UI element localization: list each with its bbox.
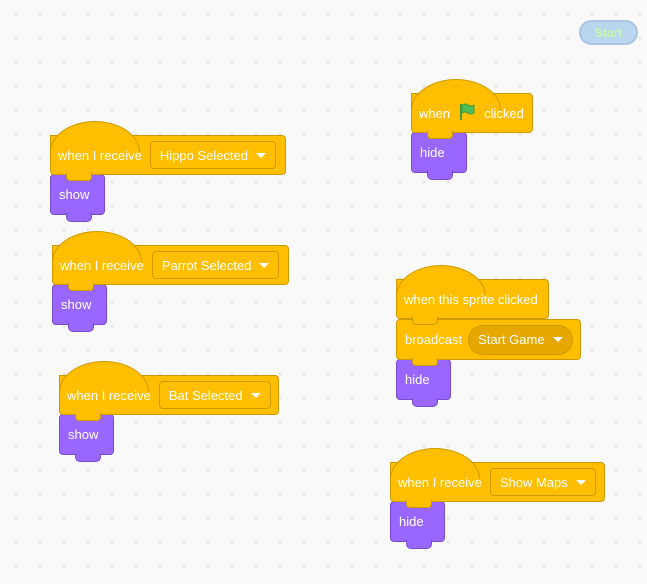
green-flag-icon: [458, 103, 476, 124]
block-label: show: [59, 187, 90, 202]
when-sprite-clicked-hat-block[interactable]: when this sprite clicked: [396, 265, 549, 325]
block-label: when: [419, 105, 451, 121]
block-label: hide: [420, 145, 445, 160]
block-label: when I receive: [398, 474, 482, 490]
caret-down-icon: [259, 262, 270, 268]
broadcast-block[interactable]: broadcast Start Game: [396, 319, 581, 366]
block-label: hide: [405, 372, 430, 387]
block-label: broadcast: [405, 332, 463, 347]
message-dropdown[interactable]: Parrot Selected: [151, 251, 280, 279]
when-i-receive-hat-block[interactable]: when I receive Parrot Selected: [52, 231, 289, 291]
caret-down-icon: [256, 152, 266, 158]
block-label: when this sprite clicked: [404, 291, 538, 307]
block-label: when I receive: [67, 387, 151, 403]
block-label: show: [61, 297, 92, 312]
when-flag-clicked-hat-block[interactable]: when clicked: [411, 79, 533, 139]
block-label: hide: [399, 514, 424, 529]
when-i-receive-hat-block[interactable]: when I receive Show Maps: [390, 448, 605, 508]
block-label: when I receive: [58, 147, 142, 163]
broadcast-message-dropdown[interactable]: Start Game: [468, 324, 573, 355]
block-label: when I receive: [60, 257, 144, 273]
message-dropdown[interactable]: Show Maps: [489, 468, 596, 496]
caret-down-icon: [250, 392, 261, 398]
dropdown-value: Parrot Selected: [161, 257, 252, 273]
dropdown-value: Show Maps: [499, 474, 568, 490]
caret-down-icon: [575, 479, 586, 485]
dropdown-value: Bat Selected: [168, 387, 243, 403]
block-label: show: [68, 427, 99, 442]
message-dropdown[interactable]: Bat Selected: [158, 381, 271, 409]
show-block[interactable]: show: [59, 414, 114, 462]
when-i-receive-hat-block[interactable]: when I receive Hippo Selected: [50, 121, 286, 181]
dropdown-value: Start Game: [478, 332, 545, 347]
block-label: clicked: [484, 105, 524, 121]
caret-down-icon: [552, 337, 563, 342]
start-button[interactable]: Start: [579, 20, 638, 45]
message-dropdown[interactable]: Hippo Selected: [149, 141, 276, 169]
dropdown-value: Hippo Selected: [159, 147, 248, 163]
when-i-receive-hat-block[interactable]: when I receive Bat Selected: [59, 361, 279, 421]
